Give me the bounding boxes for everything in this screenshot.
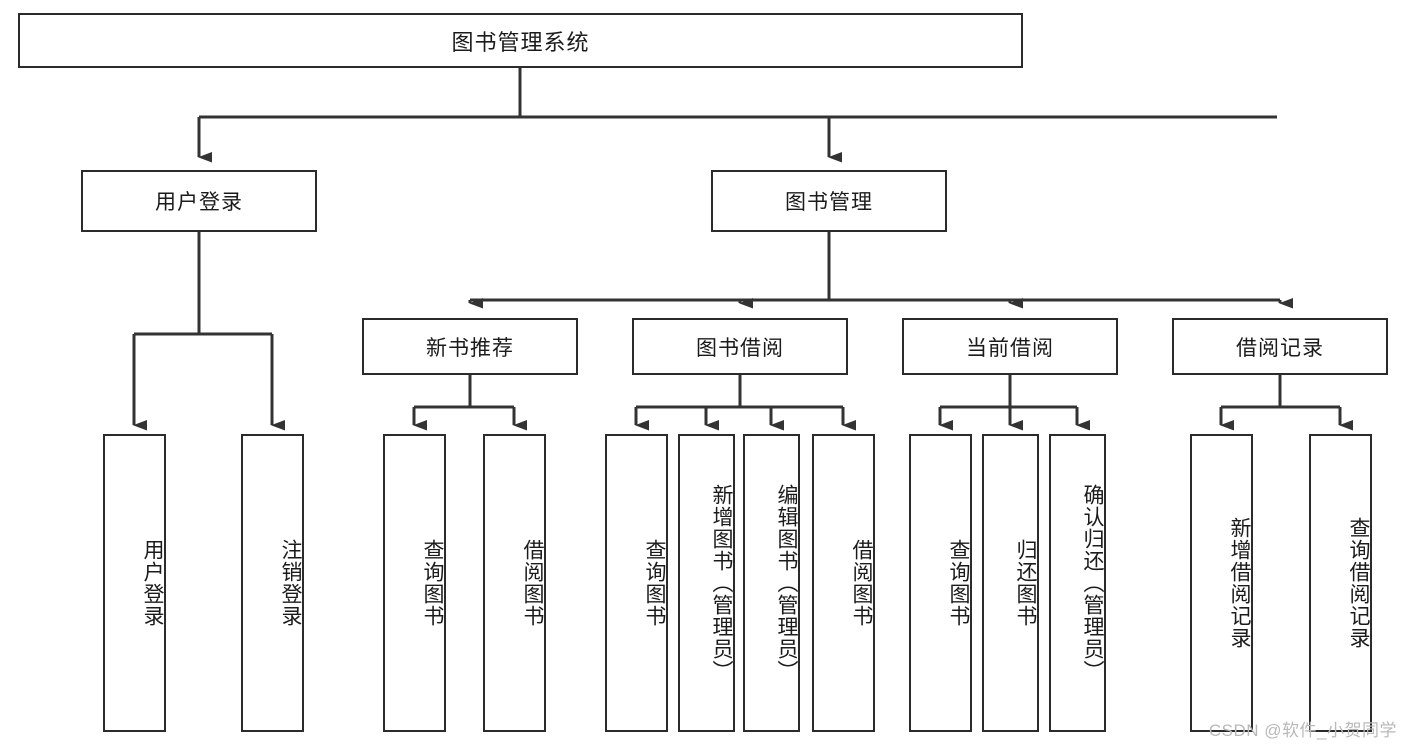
leaf-borrow-book[interactable]: 借阅图书 bbox=[812, 434, 875, 732]
node-label: 编辑图书（管理员） bbox=[775, 484, 798, 682]
leaf-query-book-current[interactable]: 查询图书 bbox=[909, 434, 972, 732]
node-label: 查询图书 bbox=[947, 539, 970, 627]
node-label: 查询图书 bbox=[421, 539, 444, 627]
node-label: 新书推荐 bbox=[426, 336, 514, 360]
node-label: 查询借阅记录 bbox=[1347, 517, 1370, 649]
node-label: 查询图书 bbox=[643, 539, 666, 627]
node-label: 借阅图书 bbox=[521, 539, 544, 627]
leaf-query-book-borrow[interactable]: 查询图书 bbox=[605, 434, 668, 732]
node-label: 借阅图书 bbox=[850, 539, 873, 627]
leaf-query-borrow-record[interactable]: 查询借阅记录 bbox=[1309, 434, 1372, 732]
node-label: 图书管理系统 bbox=[451, 29, 590, 55]
node-user-login[interactable]: 用户登录 bbox=[81, 170, 317, 232]
node-label: 用户登录 bbox=[155, 191, 243, 214]
watermark: CSDN @软件_小贺同学 bbox=[1208, 721, 1397, 740]
node-book-management[interactable]: 图书管理 bbox=[711, 170, 947, 232]
leaf-edit-book-admin[interactable]: 编辑图书（管理员） bbox=[743, 434, 800, 732]
node-label: 确认归还（管理员） bbox=[1081, 484, 1104, 682]
leaf-user-login[interactable]: 用户登录 bbox=[103, 434, 166, 732]
leaf-logout[interactable]: 注销登录 bbox=[241, 434, 304, 732]
node-root[interactable]: 图书管理系统 bbox=[18, 13, 1023, 68]
leaf-confirm-return-admin[interactable]: 确认归还（管理员） bbox=[1049, 434, 1106, 732]
leaf-add-book-admin[interactable]: 新增图书（管理员） bbox=[678, 434, 735, 732]
node-label: 当前借阅 bbox=[966, 336, 1054, 360]
node-label: 图书借阅 bbox=[696, 336, 784, 360]
node-label: 新增借阅记录 bbox=[1228, 517, 1251, 649]
leaf-add-borrow-record[interactable]: 新增借阅记录 bbox=[1190, 434, 1253, 732]
node-book-borrow[interactable]: 图书借阅 bbox=[632, 318, 848, 375]
node-label: 归还图书 bbox=[1014, 539, 1037, 627]
node-label: 新增图书（管理员） bbox=[710, 484, 733, 682]
node-new-book-recommend[interactable]: 新书推荐 bbox=[362, 318, 578, 375]
leaf-query-book-newbook[interactable]: 查询图书 bbox=[383, 434, 446, 732]
leaf-borrow-book-newbook[interactable]: 借阅图书 bbox=[483, 434, 546, 732]
node-label: 用户登录 bbox=[141, 539, 164, 627]
node-label: 注销登录 bbox=[279, 539, 302, 627]
node-label: 借阅记录 bbox=[1236, 336, 1324, 360]
node-borrow-records[interactable]: 借阅记录 bbox=[1172, 318, 1388, 375]
node-label: 图书管理 bbox=[785, 191, 873, 214]
node-current-borrow[interactable]: 当前借阅 bbox=[902, 318, 1118, 375]
leaf-return-book[interactable]: 归还图书 bbox=[982, 434, 1039, 732]
